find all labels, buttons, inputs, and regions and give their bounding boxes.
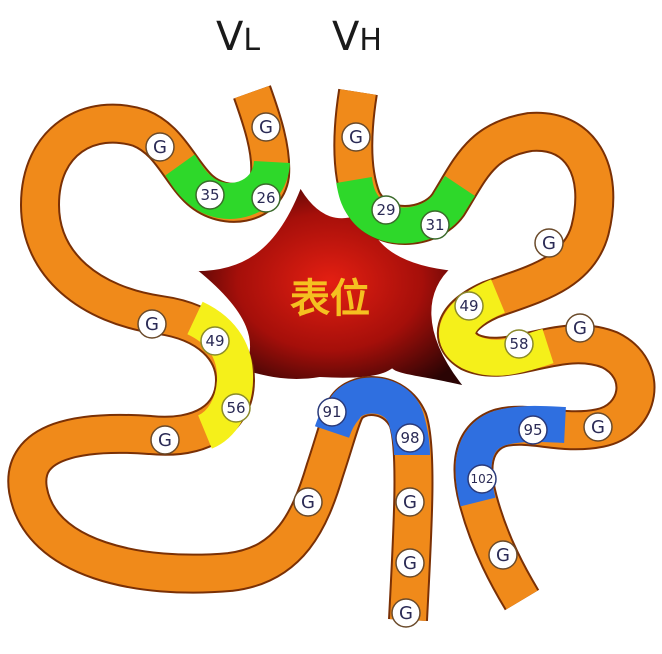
vl-marker-56: 56 xyxy=(221,393,251,423)
svg-text:G: G xyxy=(403,553,417,574)
vl-label-sub: L xyxy=(243,23,261,58)
vl-label: VL xyxy=(216,14,260,60)
vl-marker-49: 49 xyxy=(200,326,230,356)
vh-marker-g2: G xyxy=(534,228,564,258)
svg-text:56: 56 xyxy=(226,399,245,417)
vl-marker-g8: G xyxy=(391,598,421,628)
svg-text:26: 26 xyxy=(256,189,275,207)
svg-text:G: G xyxy=(145,314,159,335)
vh-marker-29: 29 xyxy=(371,195,401,225)
svg-text:G: G xyxy=(259,117,273,138)
vh-cdr1 xyxy=(336,176,475,244)
vh-marker-g4: G xyxy=(583,412,613,442)
vh-marker-31: 31 xyxy=(420,210,450,240)
svg-text:49: 49 xyxy=(205,332,224,350)
svg-text:G: G xyxy=(158,430,172,451)
markers: G G 35 26 G 49 56 G G 91 98 G G G G 29 3… xyxy=(137,112,613,628)
svg-text:G: G xyxy=(591,417,605,438)
vl-marker-26: 26 xyxy=(251,183,281,213)
svg-text:G: G xyxy=(349,127,363,148)
svg-text:49: 49 xyxy=(459,297,478,315)
svg-text:91: 91 xyxy=(322,403,341,421)
svg-text:G: G xyxy=(153,137,167,158)
vh-marker-g3: G xyxy=(565,313,595,343)
vh-marker-58: 58 xyxy=(504,329,534,359)
vh-marker-95: 95 xyxy=(518,415,548,445)
vl-marker-91: 91 xyxy=(317,397,347,427)
vl-label-main: V xyxy=(216,14,244,60)
vh-label-sub: H xyxy=(359,23,382,58)
vl-marker-35: 35 xyxy=(195,180,225,210)
vh-marker-g5: G xyxy=(488,540,518,570)
svg-text:G: G xyxy=(573,318,587,339)
vl-marker-g4: G xyxy=(150,425,180,455)
svg-text:29: 29 xyxy=(376,201,395,219)
svg-text:102: 102 xyxy=(471,472,494,486)
svg-text:31: 31 xyxy=(425,216,444,234)
svg-text:58: 58 xyxy=(509,335,528,353)
svg-text:98: 98 xyxy=(400,429,419,447)
epitope-label: 表位 xyxy=(290,276,370,322)
svg-text:95: 95 xyxy=(523,421,542,439)
svg-text:G: G xyxy=(399,603,413,624)
vh-label: VH xyxy=(332,14,382,60)
svg-text:G: G xyxy=(542,233,556,254)
vh-marker-g1: G xyxy=(341,122,371,152)
svg-text:G: G xyxy=(301,492,315,513)
vh-label-main: V xyxy=(332,14,360,60)
vh-marker-102: 102 xyxy=(467,464,497,494)
vl-marker-g3: G xyxy=(137,309,167,339)
svg-text:35: 35 xyxy=(200,186,219,204)
svg-text:G: G xyxy=(496,545,510,566)
vl-marker-g1: G xyxy=(145,132,175,162)
vl-marker-g6: G xyxy=(395,487,425,517)
vl-marker-g7: G xyxy=(395,548,425,578)
vl-marker-98: 98 xyxy=(395,423,425,453)
vl-marker-g5: G xyxy=(293,487,323,517)
vl-marker-g2: G xyxy=(251,112,281,142)
vh-marker-49: 49 xyxy=(454,291,484,321)
svg-text:G: G xyxy=(403,492,417,513)
